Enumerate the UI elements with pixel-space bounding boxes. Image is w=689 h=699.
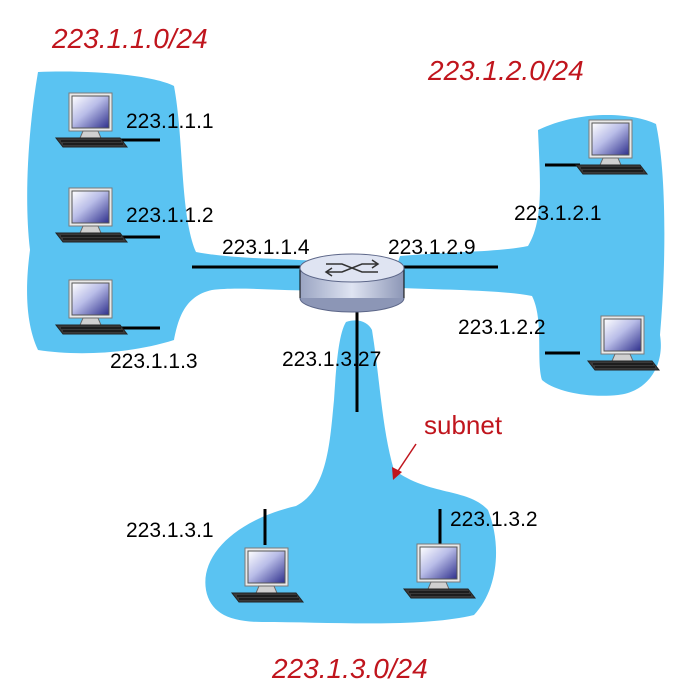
router-interface-address: 223.1.2.9 [388, 236, 476, 259]
subnet-region-right [397, 114, 665, 396]
router-icon [299, 253, 405, 313]
host-address: 223.1.1.2 [126, 204, 214, 227]
host-address: 223.1.2.2 [458, 316, 546, 339]
router-interface-address: 223.1.1.4 [222, 236, 310, 259]
subnet-title-left: 223.1.1.0/24 [51, 23, 208, 54]
host-address: 223.1.1.3 [110, 350, 198, 373]
host-address: 223.1.3.1 [126, 519, 214, 542]
callout-arrowhead-icon [392, 467, 402, 480]
host-address: 223.1.2.1 [514, 202, 602, 225]
host-address: 223.1.1.1 [126, 110, 214, 133]
host-address: 223.1.3.2 [450, 508, 538, 531]
subnet-callout-label: subnet [424, 410, 503, 440]
subnet-title-right: 223.1.2.0/24 [427, 55, 584, 86]
subnet-title-bottom: 223.1.3.0/24 [271, 653, 428, 684]
router-interface-address: 223.1.3.27 [282, 348, 381, 371]
callout-arrow-line [395, 443, 417, 475]
